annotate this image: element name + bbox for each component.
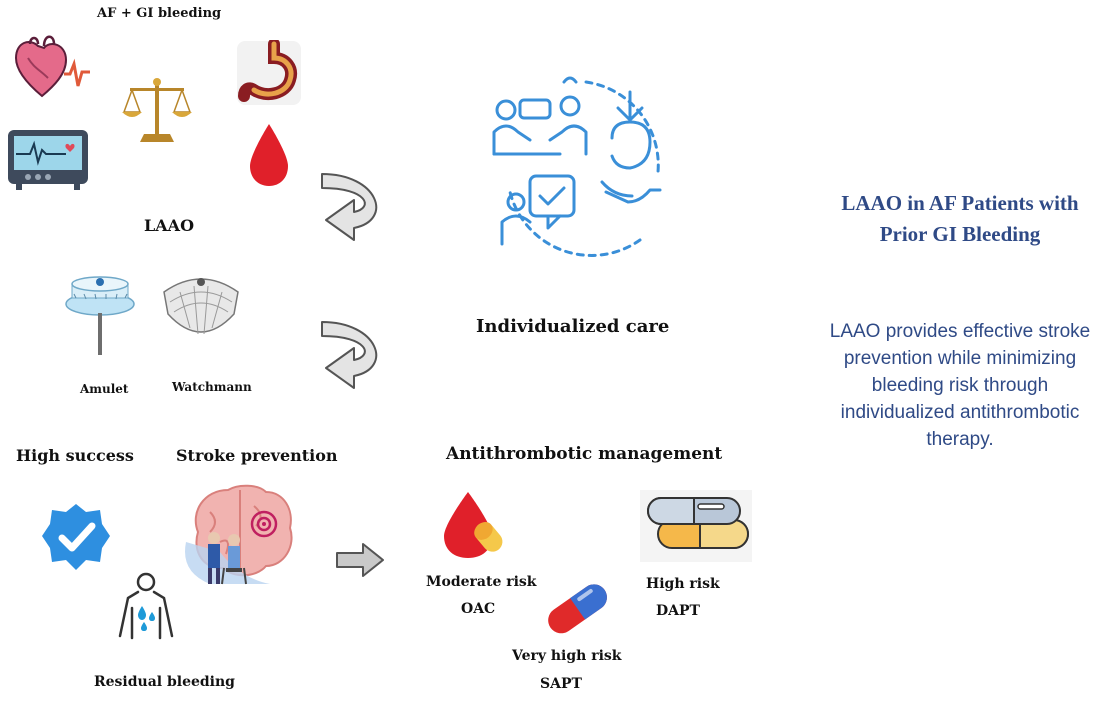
amulet-device-icon: [65, 276, 135, 355]
summary-body: LAAO provides effective stroke preventio…: [829, 321, 1091, 450]
af-gi-bleeding-label: AF + GI bleeding: [97, 6, 222, 21]
capsule-icon: [548, 584, 607, 634]
ecg-monitor-icon: [8, 130, 88, 190]
antithrombotic-management-label: Antithrombotic management: [446, 444, 723, 464]
curved-arrow-icon: [321, 321, 378, 389]
residual-bleeding-label: Residual bleeding: [94, 674, 235, 690]
verified-check-icon: [42, 504, 110, 570]
watchmann-label: Watchmann: [172, 380, 252, 394]
blood-drop-icon: [250, 124, 288, 186]
stroke-prevention-label: Stroke prevention: [176, 446, 338, 465]
moderate-risk-label: Moderate risk: [426, 574, 537, 590]
stomach-icon: [237, 40, 301, 105]
sapt-label: SAPT: [540, 676, 582, 692]
individualized-care-label: Individualized care: [476, 316, 670, 337]
residual-bleeding-body-icon: [118, 572, 174, 640]
laao-label: LAAO: [144, 216, 195, 235]
drop-pill-icon: [444, 492, 503, 558]
brain-stroke-icon: [185, 484, 293, 585]
individualized-care-icon: [492, 76, 662, 257]
dapt-label: DAPT: [656, 603, 700, 619]
summary-title: LAAO in AF Patients with Prior GI Bleedi…: [841, 191, 1079, 246]
very-high-risk-label: Very high risk: [512, 648, 622, 664]
high-risk-label: High risk: [646, 576, 720, 592]
two-capsules-icon: [640, 490, 752, 562]
high-success-label: High success: [16, 446, 134, 465]
curved-arrow-icon: [321, 173, 378, 241]
watchman-device-icon: [163, 278, 239, 335]
oac-label: OAC: [461, 601, 496, 617]
heart-icon: [14, 35, 90, 98]
right-arrow-icon: [336, 543, 384, 577]
amulet-label: Amulet: [80, 382, 129, 396]
balance-scale-icon: [122, 78, 192, 142]
